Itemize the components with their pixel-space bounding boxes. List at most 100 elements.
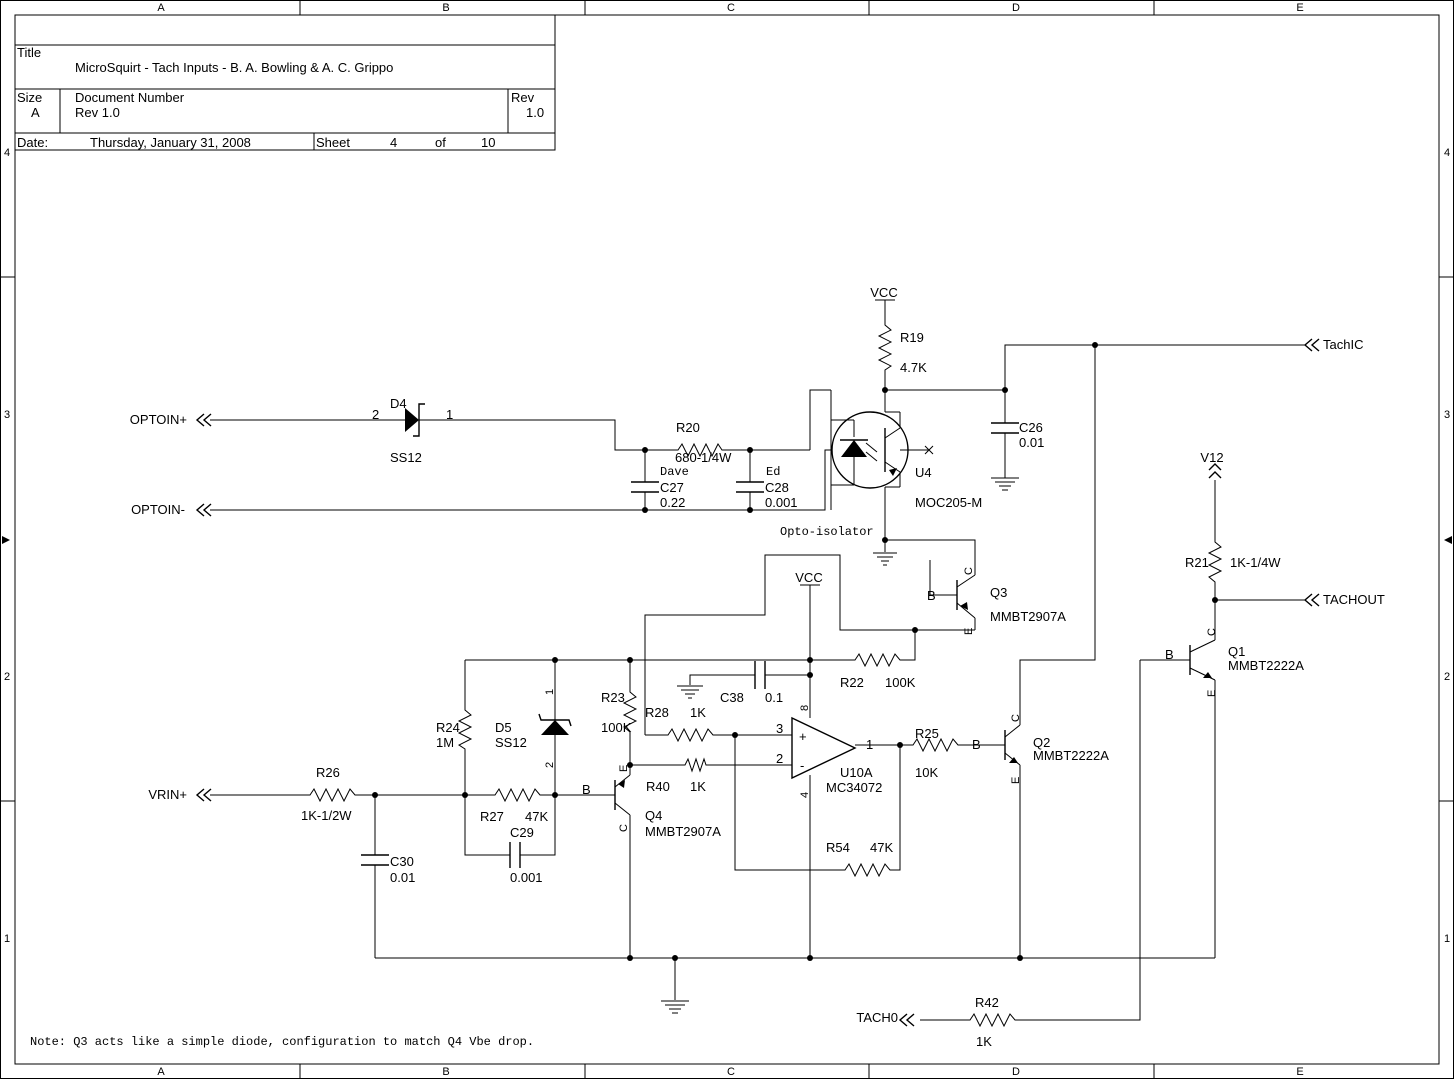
sheet-number: 4 (390, 135, 397, 150)
d4-ref: D4 (390, 396, 407, 411)
zone-row-4-left: 4 (4, 147, 10, 159)
port-tach0: TACH0 (856, 1010, 915, 1027)
optocoupler-u4: U4 MOC205-M Opto-isolator (780, 390, 982, 539)
resistor-r23: R23 100K (601, 687, 638, 742)
r20-ref: R20 (676, 420, 700, 435)
zone-col-b-top: B (442, 2, 449, 14)
zone-col-c-bottom: C (727, 1066, 735, 1078)
title-text: MicroSquirt - Tach Inputs - B. A. Bowlin… (75, 60, 393, 75)
q1-ref: Q1 (1228, 644, 1245, 659)
port-tachout: TACHOUT (1303, 592, 1385, 607)
port-tachic-label: TachIC (1323, 337, 1363, 352)
d5-pin-2: 2 (544, 762, 556, 768)
c27-value: 0.22 (660, 495, 685, 510)
u4-desc: Opto-isolator (780, 525, 874, 539)
u10a-minus-sign: - (800, 758, 804, 773)
r40-ref: R40 (646, 779, 670, 794)
power-vcc-1: VCC (870, 285, 898, 301)
u10a-pin-plus: 3 (776, 721, 783, 736)
zone-row-3-left: 3 (4, 409, 10, 421)
c27-ref: C27 (660, 480, 684, 495)
size-label: Size (17, 90, 42, 105)
q2-b: B (972, 737, 981, 752)
r54-ref: R54 (826, 840, 850, 855)
ground-main (661, 1000, 689, 1014)
capacitor-c28: Ed C28 0.001 (736, 465, 798, 510)
r25-value: 10K (915, 765, 938, 780)
r19-ref: R19 (900, 330, 924, 345)
port-optoin-minus: OPTOIN- (131, 502, 212, 517)
r22-value: 100K (885, 675, 916, 690)
d5-value: SS12 (495, 735, 527, 750)
ground-c38 (677, 685, 703, 699)
zone-col-b-bottom: B (442, 1066, 449, 1078)
r21-value: 1K-1/4W (1230, 555, 1281, 570)
port-optoin-minus-label: OPTOIN- (131, 502, 185, 517)
c28-value: 0.001 (765, 495, 798, 510)
zone-col-e-top: E (1296, 2, 1303, 14)
sheet-total: 10 (481, 135, 495, 150)
q4-b: B (582, 782, 591, 797)
transistor-q3: B C E Q3 MMBT2907A (927, 553, 1066, 635)
opamp-u10a: + - 3 2 1 8 4 U10A MC34072 (776, 705, 882, 798)
diode-d4: D4 SS12 2 1 (372, 396, 453, 465)
resistor-r19: R19 4.7K (877, 320, 927, 375)
zone-col-e-bottom: E (1296, 1066, 1303, 1078)
r23-ref: R23 (601, 690, 625, 705)
d4-pin-k: 1 (446, 407, 453, 422)
sheet-of-label: of (435, 135, 446, 150)
r26-value: 1K-1/2W (301, 808, 352, 823)
q3-value: MMBT2907A (990, 609, 1066, 624)
zone-col-a-bottom: A (157, 1066, 165, 1078)
sheet-label: Sheet (316, 135, 350, 150)
port-vrin-plus: VRIN+ (148, 787, 212, 802)
r20-value: 680-1/4W (675, 450, 732, 465)
r27-ref: R27 (480, 809, 504, 824)
port-tach0-label: TACH0 (856, 1010, 898, 1025)
u10a-pin-minus: 2 (776, 751, 783, 766)
diode-d5: D5 SS12 1 2 (495, 689, 572, 768)
resistor-r25: R25 10K (908, 726, 965, 780)
q3-e: E (963, 628, 975, 635)
q2-e: E (1010, 777, 1022, 784)
c38-ref: C38 (720, 690, 744, 705)
u10a-pin-vcc: 8 (799, 705, 811, 711)
port-vrin-plus-label: VRIN+ (148, 787, 187, 802)
schematic-note: Note: Q3 acts like a simple diode, confi… (30, 1035, 534, 1049)
r22-ref: R22 (840, 675, 864, 690)
port-tachout-label: TACHOUT (1323, 592, 1385, 607)
u4-ref: U4 (915, 465, 932, 480)
power-v12: V12 (1200, 450, 1224, 479)
zone-col-c-top: C (727, 2, 735, 14)
r25-ref: R25 (915, 726, 939, 741)
resistor-r28: R28 1K (645, 705, 718, 743)
q4-e: E (618, 765, 630, 772)
wires (210, 300, 1305, 1021)
rev-value: 1.0 (526, 105, 544, 120)
q1-e: E (1206, 690, 1218, 697)
zone-col-d-bottom: D (1012, 1066, 1020, 1078)
title-label: Title (17, 45, 41, 60)
capacitor-c30: C30 0.01 (361, 854, 415, 885)
q3-ref: Q3 (990, 585, 1007, 600)
q2-c: C (1010, 714, 1022, 722)
q4-ref: Q4 (645, 808, 662, 823)
resistor-r54: R54 47K (826, 840, 898, 878)
r24-ref: R24 (436, 720, 460, 735)
c26-ref: C26 (1019, 420, 1043, 435)
transistor-q1: B C E Q1 MMBT2222A (1165, 628, 1304, 697)
date-value: Thursday, January 31, 2008 (90, 135, 251, 150)
resistor-r21: R21 1K-1/4W (1185, 537, 1281, 585)
zone-row-4-right: 4 (1444, 147, 1450, 159)
u4-value: MOC205-M (915, 495, 982, 510)
zone-col-d-top: D (1012, 2, 1020, 14)
r28-value: 1K (690, 705, 706, 720)
r42-ref: R42 (975, 995, 999, 1010)
resistor-r40: R40 1K (646, 757, 708, 794)
r23-value: 100K (601, 720, 632, 735)
resistor-r22: R22 100K (840, 652, 916, 690)
r40-value: 1K (690, 779, 706, 794)
c27-note: Dave (660, 465, 689, 479)
